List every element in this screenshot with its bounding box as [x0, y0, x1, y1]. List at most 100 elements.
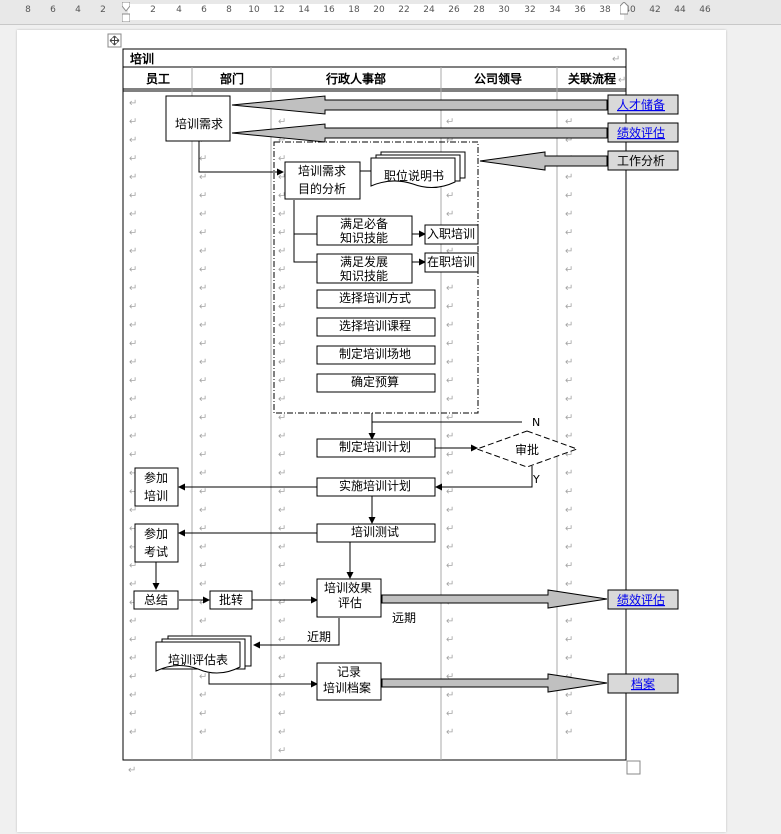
short-term-label: 近期 — [307, 630, 331, 644]
ruler-tick-label: 8 — [226, 5, 232, 15]
ruler-tick-label: 32 — [524, 5, 536, 15]
paragraph-mark: ↵ — [446, 376, 454, 387]
set-budget-box[interactable] — [316, 373, 436, 393]
paragraph-mark: ↵ — [565, 709, 573, 720]
link-archive[interactable]: 档案 — [631, 676, 655, 691]
execute-plan-text: 实施培训计划 — [339, 478, 411, 493]
choose-method-box[interactable] — [316, 289, 436, 309]
paragraph-mark: ↵ — [446, 117, 454, 128]
paragraph-mark: ↵ — [446, 635, 454, 646]
ruler-tick-label: 28 — [473, 5, 485, 15]
paragraph-mark: ↵ — [446, 450, 454, 461]
paragraph-mark: ↵ — [129, 228, 137, 239]
paragraph-mark: ↵ — [446, 616, 454, 627]
record-archive-box[interactable] — [316, 662, 382, 701]
make-plan-box[interactable] — [316, 438, 436, 458]
paragraph-mark: ↵ — [199, 431, 207, 442]
paragraph-mark: ↵ — [128, 765, 136, 776]
paragraph-mark: ↵ — [565, 635, 573, 646]
paragraph-mark: ↵ — [199, 172, 207, 183]
paragraph-mark: ↵ — [199, 672, 207, 683]
paragraph-mark: ↵ — [199, 690, 207, 701]
set-venue-box[interactable] — [316, 345, 436, 365]
paragraph-mark: ↵ — [278, 524, 286, 535]
left-indent-marker[interactable] — [122, 2, 130, 22]
paragraph-mark: ↵ — [199, 709, 207, 720]
eval-form-doc[interactable] — [155, 641, 241, 674]
summary-box[interactable] — [133, 590, 179, 610]
job-description-doc[interactable] — [370, 157, 456, 188]
effect-eval-box[interactable] — [316, 578, 382, 618]
table-move-handle[interactable] — [107, 33, 122, 48]
paragraph-mark: ↵ — [199, 727, 207, 738]
approve-decision[interactable] — [475, 430, 579, 468]
paragraph-mark: ↵ — [446, 524, 454, 535]
paragraph-mark: ↵ — [446, 283, 454, 294]
paragraph-mark: ↵ — [129, 302, 137, 313]
paragraph-mark: ↵ — [129, 339, 137, 350]
paragraph-mark: ↵ — [278, 228, 286, 239]
choose-course-box[interactable] — [316, 317, 436, 337]
paragraph-mark: ↵ — [446, 505, 454, 516]
basic-skill-text-2: 知识技能 — [340, 231, 388, 245]
training-need-text: 培训需求 — [175, 116, 223, 131]
choose-method-text: 选择培训方式 — [339, 290, 411, 305]
link-performance-eval-bottom[interactable]: 绩效评估 — [617, 592, 665, 607]
paragraph-mark: ↵ — [565, 450, 573, 461]
reference-boxes — [607, 94, 679, 694]
flow-shapes — [133, 95, 579, 701]
ruler-tick-label: 22 — [398, 5, 410, 15]
paragraph-mark: ↵ — [278, 339, 286, 350]
join-exam-box[interactable] — [134, 523, 179, 563]
eval-form-text: 培训评估表 — [168, 652, 228, 667]
link-talent-reserve[interactable]: 人才储备 — [617, 97, 665, 112]
training-need-box[interactable] — [165, 95, 231, 142]
execute-plan-box[interactable] — [316, 477, 436, 497]
paragraph-mark: ↵ — [129, 505, 137, 516]
paragraph-mark: ↵ — [565, 209, 573, 220]
link-performance-eval-top[interactable]: 绩效评估 — [617, 125, 665, 140]
paragraph-mark: ↵ — [446, 394, 454, 405]
development-skill-box[interactable] — [316, 253, 413, 284]
ruler-tick-label: 12 — [273, 5, 285, 15]
paragraph-mark: ↵ — [129, 561, 137, 572]
paragraph-mark: ↵ — [129, 394, 137, 405]
need-analysis-box[interactable] — [284, 161, 361, 200]
paragraph-mark: ↵ — [446, 487, 454, 498]
paragraph-mark: ↵ — [129, 246, 137, 257]
paragraph-mark: ↵ — [565, 357, 573, 368]
join-exam-text-2: 考试 — [144, 544, 168, 559]
paragraph-mark: ↵ — [565, 505, 573, 516]
paragraph-mark: ↵ — [278, 302, 286, 313]
onboard-training-box[interactable] — [424, 224, 479, 245]
effect-eval-text-1: 培训效果 — [324, 580, 372, 595]
dev-skill-text-1: 满足发展 — [340, 254, 388, 269]
set-venue-text: 制定培训场地 — [339, 346, 411, 361]
basic-skill-box[interactable] — [316, 215, 413, 246]
onjob-training-box[interactable] — [424, 252, 479, 273]
paragraph-mark: ↵ — [565, 376, 573, 387]
paragraph-mark: ↵ — [278, 394, 286, 405]
paragraph-mark: ↵ — [129, 209, 137, 220]
join-training-box[interactable] — [134, 467, 179, 507]
paragraph-mark: ↵ — [565, 561, 573, 572]
training-test-box[interactable] — [316, 523, 436, 543]
paragraph-mark: ↵ — [446, 320, 454, 331]
paragraph-mark: ↵ — [278, 616, 286, 627]
paragraph-mark: ↵ — [565, 283, 573, 294]
forward-text: 批转 — [219, 592, 243, 607]
paragraph-mark: ↵ — [129, 117, 137, 128]
paragraph-mark: ↵ — [129, 320, 137, 331]
paragraph-mark: ↵ — [278, 246, 286, 257]
paragraph-mark: ↵ — [129, 357, 137, 368]
paragraph-mark: ↵ — [565, 191, 573, 202]
table-resize-handle[interactable] — [626, 760, 641, 775]
right-indent-marker[interactable] — [620, 2, 628, 22]
paragraph-mark: ↵ — [565, 431, 573, 442]
paragraph-mark: ↵ — [446, 413, 454, 424]
job-analysis-text[interactable]: 工作分析 — [617, 154, 665, 168]
ruler-tick-label: 16 — [323, 5, 335, 15]
ruler-tick-label: 10 — [248, 5, 260, 15]
forward-box[interactable] — [209, 590, 253, 610]
